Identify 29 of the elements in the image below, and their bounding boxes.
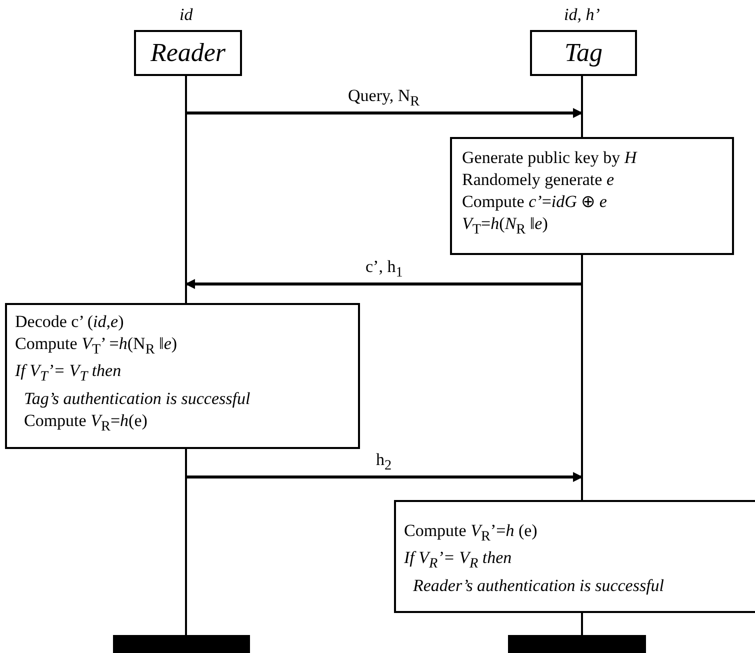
step-text: Decode c’ (id,e) xyxy=(15,311,124,333)
process-box xyxy=(450,137,734,255)
message-arrow xyxy=(185,279,582,289)
process-box xyxy=(394,500,755,613)
process-box xyxy=(5,303,360,449)
lifeline xyxy=(581,76,583,137)
message-arrow xyxy=(186,108,583,118)
step-text: Compute V$_{R}$=h(e) xyxy=(23,410,148,436)
lifeline xyxy=(581,255,583,500)
step-text: Randomely generate e xyxy=(462,169,614,191)
lifeline xyxy=(185,76,187,303)
step-text: Tag’s authentication is successful xyxy=(23,388,250,410)
step-text: Compute c’=idG ⊕ e xyxy=(462,191,607,213)
participant-name: Reader xyxy=(150,38,226,68)
attribute-label: id xyxy=(180,5,193,25)
lifeline xyxy=(185,449,187,635)
step-text: Compute V$_{T}$’ =h(N$_{R}$ ‖e) xyxy=(15,333,178,360)
message-arrow xyxy=(186,472,583,482)
participant-box xyxy=(134,30,242,76)
lifeline xyxy=(581,613,583,635)
participant-name: Tag xyxy=(564,38,603,68)
step-text: If V$_{R}$’= V$_{R}$ then xyxy=(404,547,512,574)
step-text: Compute V$_{R}$’=h (e) xyxy=(404,520,538,546)
step-text: Reader’s authentication is successful xyxy=(412,574,664,597)
step-text: Generate public key by H xyxy=(462,147,637,169)
participant-box xyxy=(530,30,637,76)
step-text: If V$_{T}$’= V$_{T}$ then xyxy=(15,360,122,387)
step-text: V$_{T}$=h(N$_{R}$ ‖e) xyxy=(462,213,548,240)
attribute-label: id, h’ xyxy=(564,5,600,25)
